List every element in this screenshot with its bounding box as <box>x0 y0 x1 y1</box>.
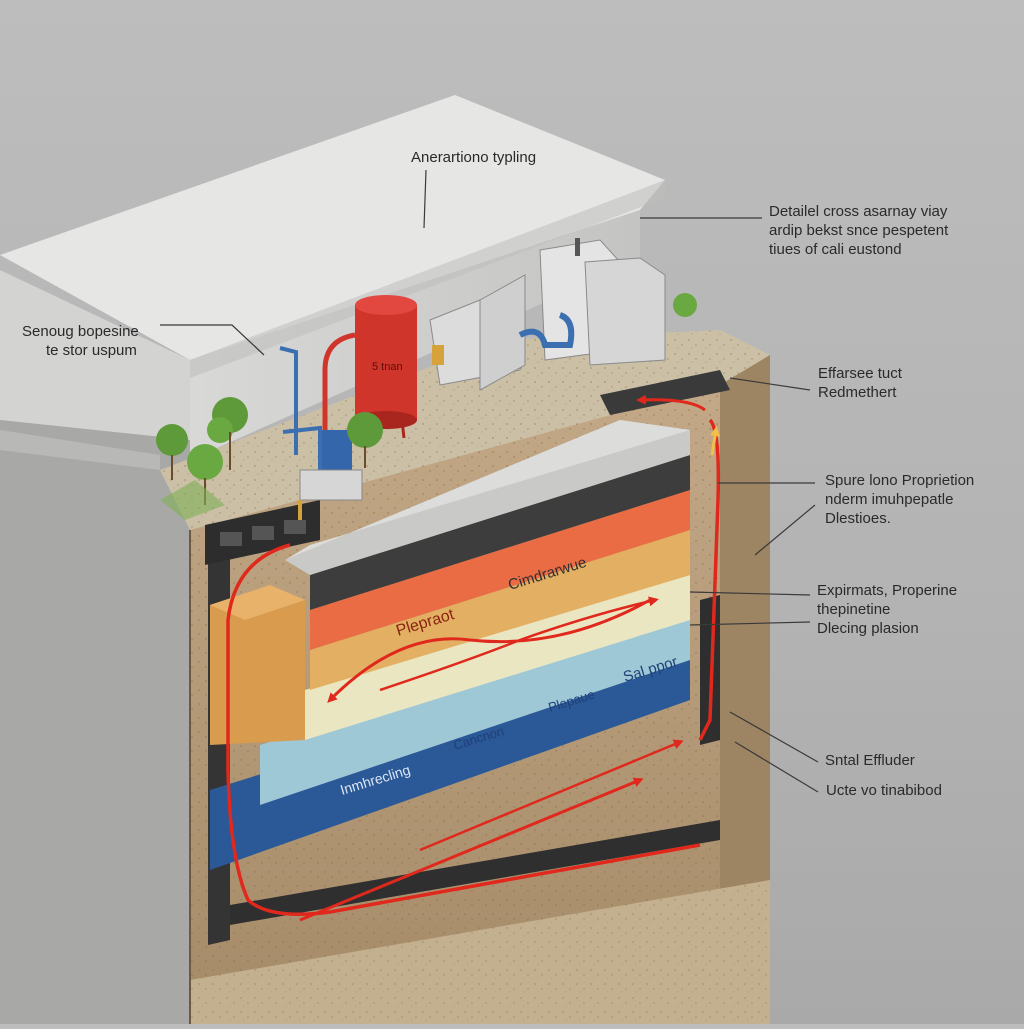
left-cutaway-block <box>0 420 190 1024</box>
flow-arrow-outer <box>226 543 701 917</box>
flow-arrow-exhaust <box>710 426 720 456</box>
callout-detail-line: tiues of cali eustond <box>769 241 902 258</box>
flow-arrow-bottom <box>299 777 644 922</box>
tan-block <box>210 585 305 745</box>
callout-exhaust-line: Redmethert <box>818 384 897 401</box>
callout-sensing-line: te stor uspum <box>46 342 137 359</box>
blue-piping <box>279 346 363 520</box>
callout-expirmats-line: Dlecing plasion <box>817 620 919 637</box>
callout-sintal: Sntal Effluder <box>825 752 915 769</box>
callout-sensing-line: Senoug bopesine <box>22 323 139 340</box>
callout-exhaust: Effarsee tuct Redmethert <box>818 364 902 402</box>
callout-expirmats: Expirmats, Properine thepinetine Dlecing… <box>817 581 957 638</box>
flow-arrow-return <box>379 596 659 692</box>
flow-arrow-bottom-inner <box>419 739 684 852</box>
flow-arrow-middle <box>327 598 651 703</box>
callout-expirmats-line: thepinetine <box>817 601 891 618</box>
callout-sensing: Senoug bopesine te stor uspum <box>22 322 139 360</box>
layer-dark <box>310 455 690 610</box>
layer-yellow <box>310 530 690 690</box>
callout-top: Anerartiono typling <box>411 149 537 166</box>
layer-stack <box>210 420 690 870</box>
callout-expirmats-line: Expirmats, Properine <box>817 582 958 599</box>
callout-ucte: Ucte vo tinabibod <box>826 782 942 799</box>
callout-detail-line: ardip bekst snce pespetent <box>769 222 949 239</box>
pipe-rail <box>205 370 730 565</box>
callout-spure: Spure lono Proprietion nderm imuhpepatle… <box>825 471 974 528</box>
vegetation <box>156 293 697 520</box>
callout-detail: Detailel cross asarnay viay ardip bekst … <box>769 202 948 259</box>
flow-arrow-top <box>636 394 706 412</box>
flow-arrows <box>226 394 721 922</box>
callout-spure-line: Dlestioes. <box>825 510 891 527</box>
layer-orange <box>310 490 690 650</box>
callout-spure-line: Spure lono Proprietion <box>825 472 975 489</box>
layer-light-blue <box>260 610 690 805</box>
callout-spure-line: nderm imuhpepatle <box>825 491 954 508</box>
equipment-cluster <box>429 238 666 391</box>
callout-exhaust-line: Effarsee tuct <box>818 365 902 382</box>
leader-lines <box>160 169 819 793</box>
flow-arrow-right-rise <box>698 418 721 741</box>
tank-label: 5 tnan <box>372 361 403 373</box>
callout-detail-line: Detailel cross asarnay viay <box>769 203 948 220</box>
